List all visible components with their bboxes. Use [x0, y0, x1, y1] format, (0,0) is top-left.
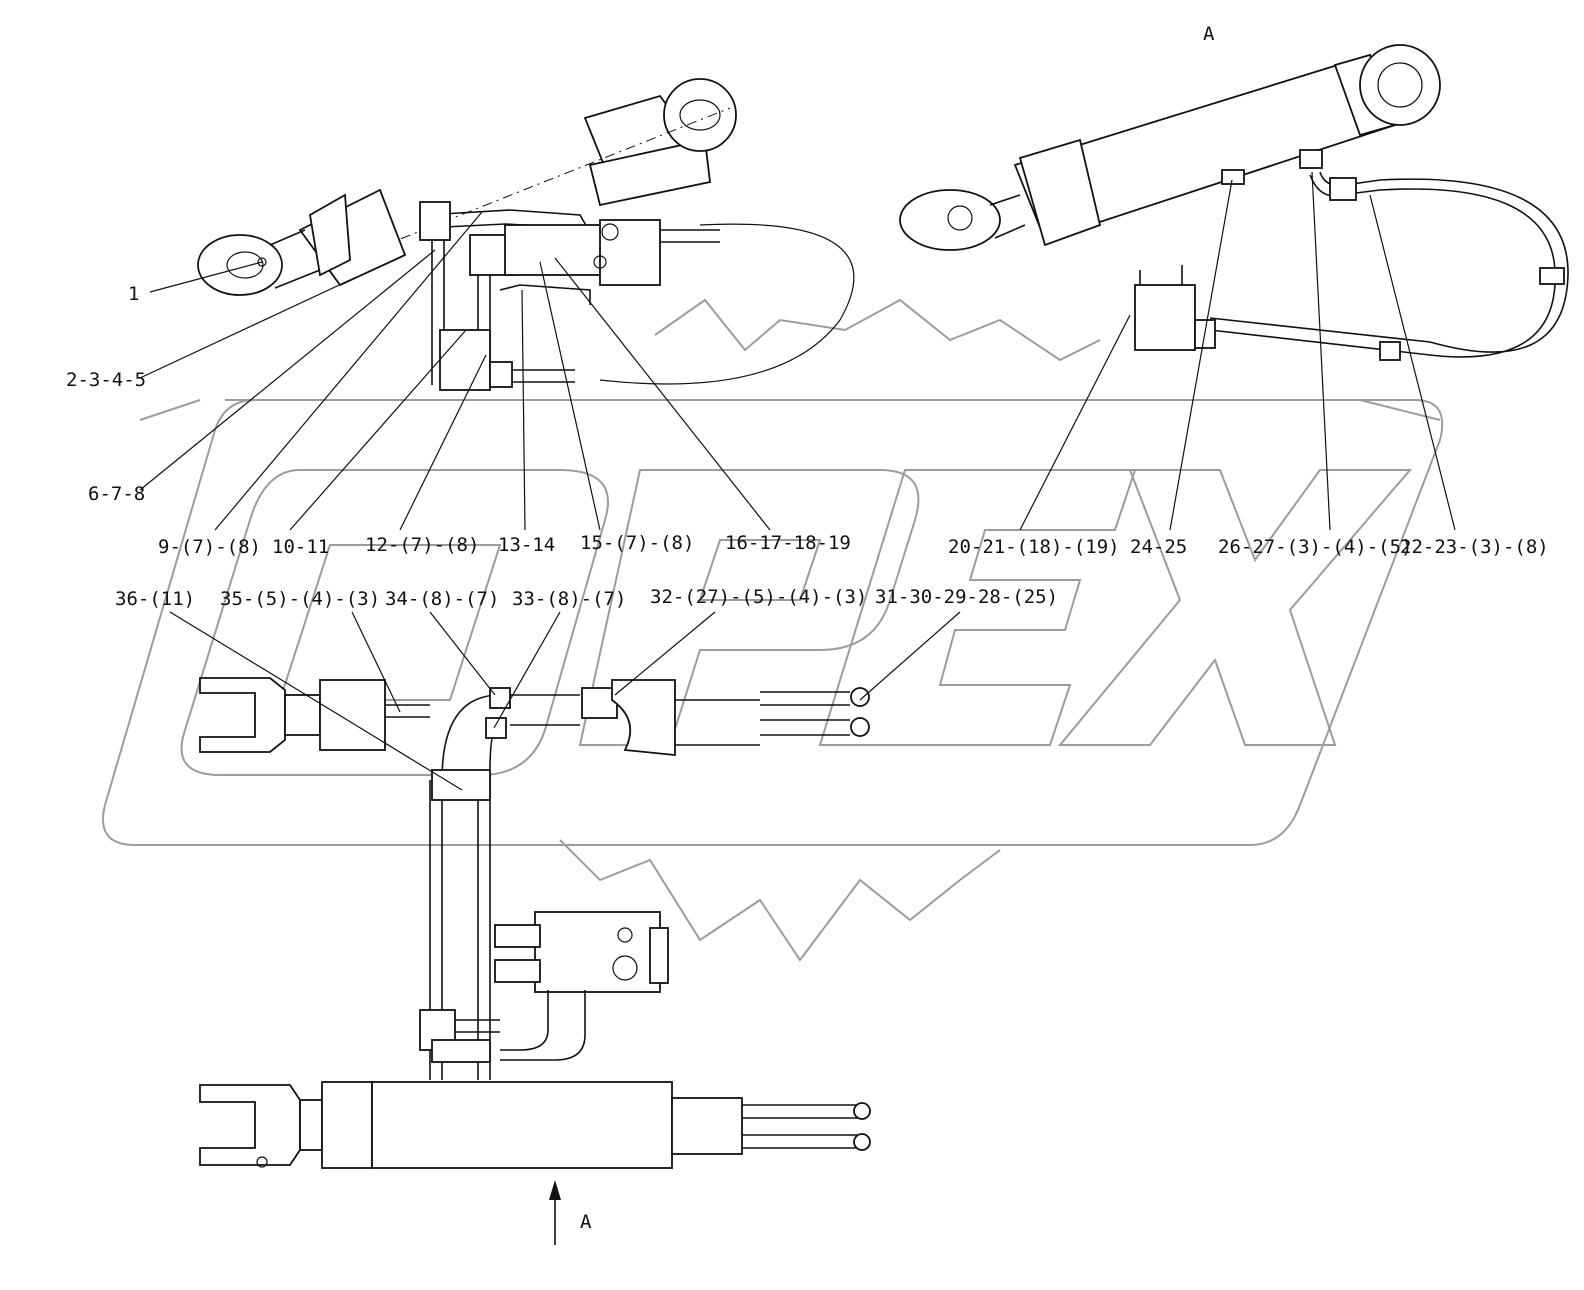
view-label-a-top: A: [1203, 23, 1215, 45]
callout-label: 20-21-(18)-(19): [948, 536, 1120, 558]
callout-label: 6-7-8: [88, 483, 145, 505]
callout-label: 13-14: [498, 534, 555, 556]
callout-label: 31-30-29-28-(25): [875, 586, 1058, 608]
watermark-letter-o: [180, 469, 609, 776]
watermark-gear-outline: [139, 298, 1441, 962]
opex-watermark: [102, 298, 1444, 962]
callout-labels: A A 1 2-3-4-5 6-7-8 9-(7)-(8) 10-11 12-(…: [66, 23, 1549, 1233]
view-label-a-arrow: A: [580, 1211, 592, 1233]
watermark-letter-p: [578, 469, 920, 746]
callout-label: 32-(27)-(5)-(4)-(3): [650, 586, 867, 608]
callout-label: 36-(11): [115, 588, 195, 610]
callout-label: 24-25: [1130, 536, 1187, 558]
callout-label: 34-(8)-(7): [385, 588, 499, 610]
callout-label: 22-23-(3)-(8): [1400, 536, 1549, 558]
callout-label: 2-3-4-5: [66, 369, 146, 391]
callout-label: 33-(8)-(7): [512, 588, 626, 610]
watermark-block-outline: [102, 399, 1444, 846]
watermark-letter-x: [1057, 469, 1413, 746]
plan-view-assembly: [199, 677, 871, 1169]
callout-label: 9-(7)-(8): [158, 536, 261, 558]
callout-label: 10-11: [272, 536, 329, 558]
callout-label: 26-27-(3)-(4)-(5): [1218, 536, 1412, 558]
callout-label: 1: [128, 283, 139, 305]
leader-lines: [139, 171, 1456, 1245]
callout-label: 16-17-18-19: [725, 532, 851, 554]
watermark-letter-e: [818, 469, 1137, 746]
view-arrow-icon: [549, 1180, 561, 1200]
callout-label: 15-(7)-(8): [580, 532, 694, 554]
view-a-cylinder: [899, 44, 1569, 361]
callout-label: 35-(5)-(4)-(3): [220, 588, 380, 610]
perspective-cylinder-assembly: [197, 78, 855, 391]
callout-label: 12-(7)-(8): [365, 534, 479, 556]
